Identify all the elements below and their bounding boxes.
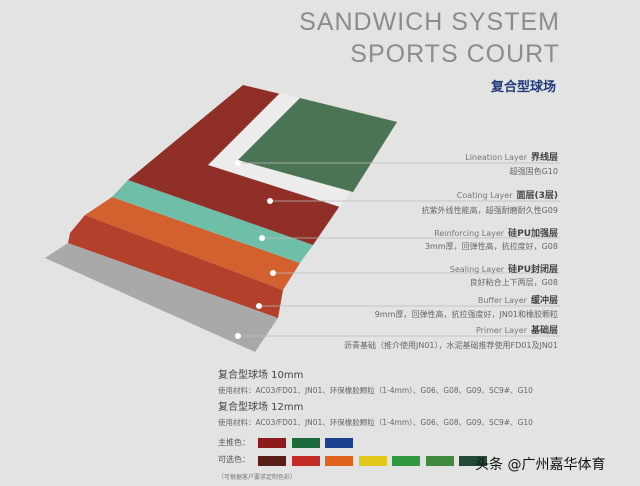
layer-desc: 抗紫外线性能高，超强耐磨耐久性G09: [421, 206, 558, 215]
marker-dot: [235, 160, 241, 166]
layer-desc: 超强固色G10: [509, 167, 558, 176]
layer-desc: 沥青基础（推介使用JN01），水泥基础推荐使用FD01及JN01: [344, 341, 558, 350]
spec-materials: 使用材料：AC03/FD01、JN01、环保橡胶颗粒（1-4mm）、G06、G0…: [218, 418, 533, 427]
optional-colors-label: 可选色：: [218, 455, 250, 464]
color-swatch: [459, 456, 487, 466]
spec-title: 复合型球场 10mm: [218, 370, 304, 381]
title-line-1: SANDWICH SYSTEM: [299, 8, 560, 36]
color-swatch: [325, 456, 353, 466]
marker-dot: [235, 333, 241, 339]
color-swatch: [392, 456, 420, 466]
spec-materials: 使用材料：AC03/FD01、JN01、环保橡胶颗粒（1-4mm）、G06、G0…: [218, 386, 533, 395]
marker-dot: [270, 270, 276, 276]
watermark: 头条 @广州嘉华体育: [475, 457, 606, 473]
green-court: [238, 98, 397, 192]
marker-dot: [267, 198, 273, 204]
color-swatch: [258, 438, 286, 448]
color-swatch: [291, 456, 320, 466]
color-swatch: [291, 438, 320, 448]
layer-desc: 3mm厚，回弹性高，抗拉度好，G08: [424, 242, 558, 251]
title-line-2: SPORTS COURT: [350, 40, 560, 68]
subtitle: 复合型球场: [490, 80, 556, 95]
spec-title: 复合型球场 12mm: [218, 402, 304, 413]
reinforcing-layer: [112, 180, 313, 263]
buffer-layer-rubber: [68, 215, 283, 318]
color-swatch: [258, 456, 286, 466]
layer-desc: 9mm厚，回弹性高，抗拉强度好，JN01和橡胶颗粒: [374, 310, 558, 319]
marker-dot: [256, 303, 262, 309]
shadow: [45, 243, 278, 352]
sealing-layer: [85, 197, 300, 290]
layer-desc: 良好粘合上下两层，G08: [469, 278, 558, 287]
color-swatch: [325, 438, 353, 448]
color-swatch: [425, 456, 454, 466]
custom-color-note: （可根据客户要求定制色彩）: [218, 474, 297, 481]
marker-dot: [259, 235, 265, 241]
main-colors-label: 主推色：: [218, 438, 250, 447]
color-swatch: [358, 456, 387, 466]
